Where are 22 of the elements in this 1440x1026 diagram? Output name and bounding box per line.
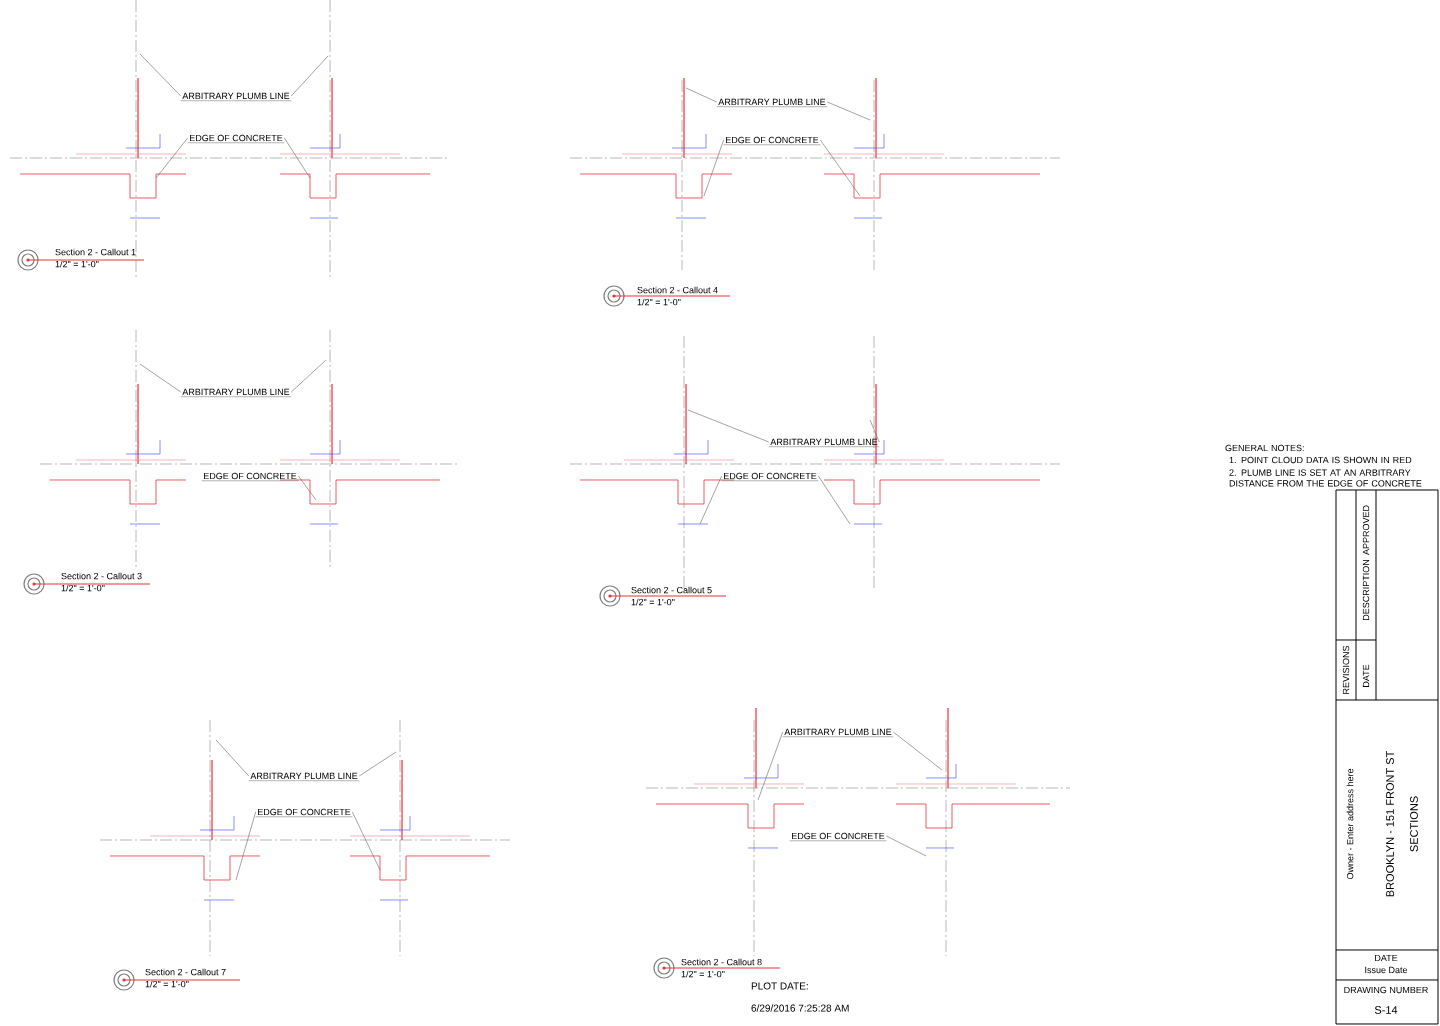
leader-line: [869, 419, 880, 443]
leader-line: [687, 409, 770, 443]
leader-line: [352, 811, 381, 871]
leader-line: [703, 139, 724, 197]
leader-line: [685, 87, 717, 103]
leader-line: [139, 53, 182, 97]
leader-line: [893, 731, 943, 771]
leader-line: [820, 139, 861, 197]
leader-line: [215, 739, 250, 777]
leader-line: [818, 475, 851, 525]
leader-line: [827, 101, 871, 121]
leader-line: [757, 731, 784, 801]
leader-line: [284, 137, 311, 179]
leader-line: [291, 359, 327, 393]
leader-line: [886, 835, 927, 857]
leader-line: [235, 811, 256, 881]
leader-line: [359, 751, 397, 777]
leader-line: [298, 475, 317, 501]
leader-line: [139, 363, 182, 393]
leader-line: [155, 137, 188, 179]
leader-line: [291, 55, 329, 97]
leader-line: [699, 475, 722, 525]
